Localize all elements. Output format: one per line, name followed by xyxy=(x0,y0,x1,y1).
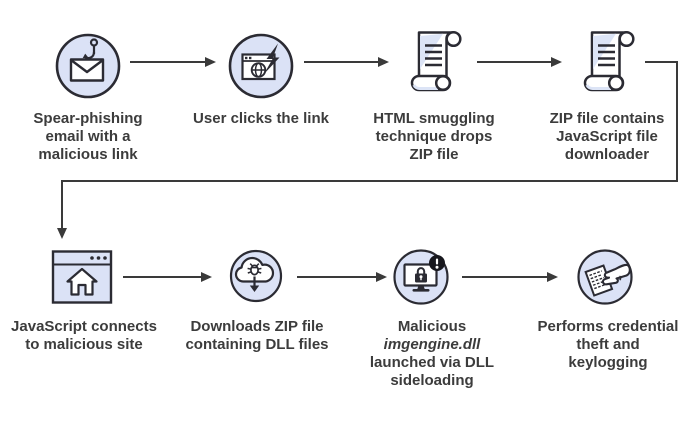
email-fishhook-icon xyxy=(55,33,121,99)
step-label-line: Performs credential xyxy=(537,318,679,335)
step-label-line: ZIP file contains xyxy=(549,110,665,127)
step-label-line: containing DLL files xyxy=(185,336,329,353)
step-label-line-italic-filename: imgengine.dll xyxy=(383,336,481,353)
step-1-label: Spear-phishing email with a malicious li… xyxy=(3,110,173,164)
step-label-line: Spear-phishing xyxy=(33,110,143,127)
step-label-line: JavaScript file xyxy=(556,128,658,145)
step-7 xyxy=(392,248,450,311)
monitor-lock-alert-icon xyxy=(393,249,449,305)
hand-stealing-document-icon xyxy=(577,249,633,305)
step-label-line: downloader xyxy=(564,146,650,163)
step-6 xyxy=(229,249,283,308)
step-8 xyxy=(576,248,634,311)
step-2-label: User clicks the link xyxy=(176,110,346,128)
browser-lightning-icon xyxy=(228,33,294,99)
step-label-line: Downloads ZIP file xyxy=(190,318,324,335)
step-4 xyxy=(572,25,642,104)
step-label-line: email with a xyxy=(45,128,131,145)
step-7-label: Malicious imgengine.dll launched via DLL… xyxy=(347,318,517,390)
step-label-line: User clicks the link xyxy=(193,110,329,127)
step-1 xyxy=(55,33,121,104)
script-scroll-icon xyxy=(583,30,635,92)
step-label-line: sideloading xyxy=(390,372,474,389)
browser-home-icon xyxy=(51,250,113,304)
script-scroll-icon xyxy=(410,30,462,92)
step-label-line: malicious link xyxy=(38,146,138,163)
cloud-malware-download-icon xyxy=(229,249,283,303)
step-label-line: launched via DLL xyxy=(369,354,495,371)
arrow-row1-to-row2 xyxy=(57,61,678,239)
step-label-line: JavaScript connects xyxy=(11,318,157,335)
step-label-line: to malicious site xyxy=(25,336,143,353)
step-label-line: technique drops xyxy=(375,128,493,145)
step-label-line: HTML smuggling xyxy=(373,110,495,127)
step-3-label: HTML smuggling technique drops ZIP file xyxy=(349,110,519,164)
step-4-label: ZIP file contains JavaScript file downlo… xyxy=(522,110,692,164)
step-3 xyxy=(399,25,469,104)
step-2 xyxy=(228,33,294,104)
step-5 xyxy=(51,249,113,310)
step-8-label: Performs credential theft and keylogging xyxy=(523,318,693,372)
step-label-line: Malicious xyxy=(397,318,467,335)
step-label-line: ZIP file xyxy=(409,146,459,163)
step-label-line: theft and xyxy=(576,336,640,353)
step-label-line: keylogging xyxy=(568,354,648,371)
step-6-label: Downloads ZIP file containing DLL files xyxy=(172,318,342,354)
step-5-label: JavaScript connects to malicious site xyxy=(0,318,168,354)
